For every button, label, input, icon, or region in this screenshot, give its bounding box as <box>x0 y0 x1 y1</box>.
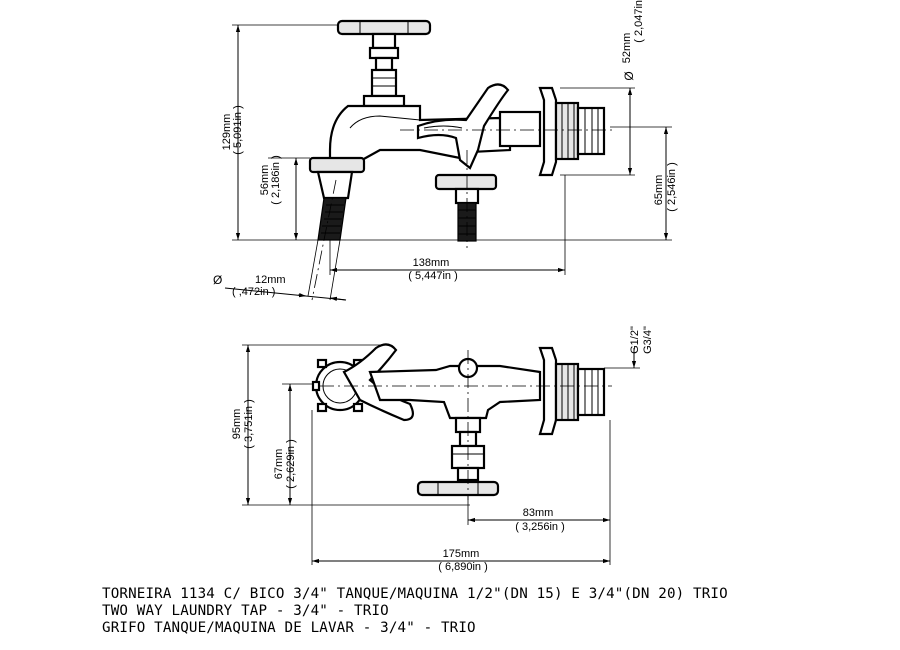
dim-65-mm: 65mm <box>653 175 665 206</box>
dim-175-mm: 175mm <box>443 548 480 560</box>
thread-right-top <box>561 103 575 159</box>
caption-line-es: GRIFO TANQUE/MAQUINA DE LAVAR - 3/4" - T… <box>102 620 476 636</box>
dim-52-diameter-symbol: Ø <box>622 71 636 80</box>
dim-12-diameter-symbol: Ø <box>213 273 222 287</box>
dim-95-in: ( 3,751in ) <box>243 399 255 449</box>
dim-12-mm: 12mm <box>255 274 286 286</box>
technical-drawing: 52mm ( 2,047in ) Ø 129mm ( 5,091in ) 56m… <box>213 0 678 573</box>
dim-95-mm: 95mm <box>231 409 243 440</box>
dim-52-mm: 52mm <box>621 33 633 64</box>
thread-g34-label: G3/4" <box>642 326 654 354</box>
side-view <box>224 19 672 301</box>
dim-129-mm: 129mm <box>221 114 233 151</box>
dim-138-in: ( 5,447in ) <box>408 270 458 282</box>
top-view <box>242 343 640 565</box>
dim-12-in: ( ,472in ) <box>232 286 275 298</box>
dim-52-in: ( 2,047in ) <box>633 0 645 43</box>
dim-65-in: ( 2,546in ) <box>666 162 678 212</box>
dim-129-in: ( 5,091in ) <box>232 105 244 155</box>
dim-138-mm: 138mm <box>413 257 450 269</box>
dim-67-in: ( 2,629in ) <box>285 439 297 489</box>
thread-right-bottom <box>561 364 575 420</box>
dim-67-mm: 67mm <box>273 449 285 480</box>
dim-175-in: ( 6,890in ) <box>438 561 488 573</box>
dim-83-mm: 83mm <box>523 507 554 519</box>
thread-g12-label: G1/2" <box>629 326 641 354</box>
product-caption: TORNEIRA 1134 C/ BICO 3/4" TANQUE/MAQUIN… <box>102 586 892 637</box>
dim-56-mm: 56mm <box>259 165 271 196</box>
caption-line-pt: TORNEIRA 1134 C/ BICO 3/4" TANQUE/MAQUIN… <box>102 586 728 602</box>
dim-83-in: ( 3,256in ) <box>515 521 565 533</box>
caption-line-en: TWO WAY LAUNDRY TAP - 3/4" - TRIO <box>102 603 389 619</box>
dim-56-in: ( 2,186in ) <box>270 155 282 205</box>
